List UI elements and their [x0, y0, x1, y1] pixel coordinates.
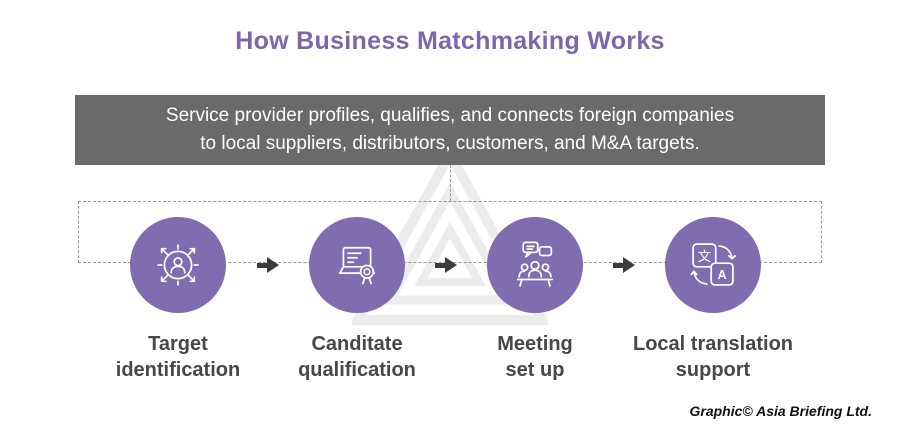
flow-arrow-3 [613, 257, 635, 273]
step-label-line1: Local translation [632, 333, 794, 355]
step-circle-meeting-setup [487, 217, 583, 313]
arrow-stem [613, 262, 623, 268]
translation-support-icon: 文 A [690, 243, 737, 286]
arrow-stem [435, 262, 445, 268]
step-label-line2: qualification [298, 359, 416, 381]
step-label-line1: Meeting [497, 333, 573, 355]
vertical-dashed-connector [450, 165, 451, 201]
step-label-target-identification: Target identification [83, 331, 273, 383]
step-label-line2: support [675, 359, 751, 381]
step-circle-target-identification [130, 217, 226, 313]
banner-line1: Service provider profiles, qualifies, an… [165, 105, 735, 127]
step-label-line1: Target [148, 333, 208, 355]
step-circle-candidate-qualification [309, 217, 405, 313]
arrow-stem [257, 262, 267, 268]
flow-arrow-2 [435, 257, 457, 273]
arrow-head [445, 257, 457, 273]
step-label-line1: Canditate [311, 333, 403, 355]
step-label-line2: identification [115, 359, 241, 381]
meeting-setup-icon [516, 241, 554, 287]
step-label-translation-support: Local translation support [618, 331, 808, 383]
arrow-head [623, 257, 635, 273]
credit-text: Graphic© Asia Briefing Ltd. [689, 403, 873, 419]
step-circle-translation-support: 文 A [665, 217, 761, 313]
flow-arrow-1 [257, 257, 279, 273]
candidate-qualification-icon [338, 246, 376, 285]
target-identification-icon [157, 244, 199, 286]
description-banner: Service provider profiles, qualifies, an… [75, 95, 825, 165]
step-label-candidate-qualification: Canditate qualification [262, 331, 452, 383]
step-label-meeting-setup: Meeting set up [440, 331, 630, 383]
translation-target-glyph: A [717, 268, 726, 282]
step-label-line2: set up [505, 359, 565, 381]
page-title: How Business Matchmaking Works [235, 27, 665, 55]
banner-line2: to local suppliers, distributors, custom… [200, 133, 700, 154]
translation-source-glyph: 文 [698, 249, 712, 264]
arrow-head [267, 257, 279, 273]
